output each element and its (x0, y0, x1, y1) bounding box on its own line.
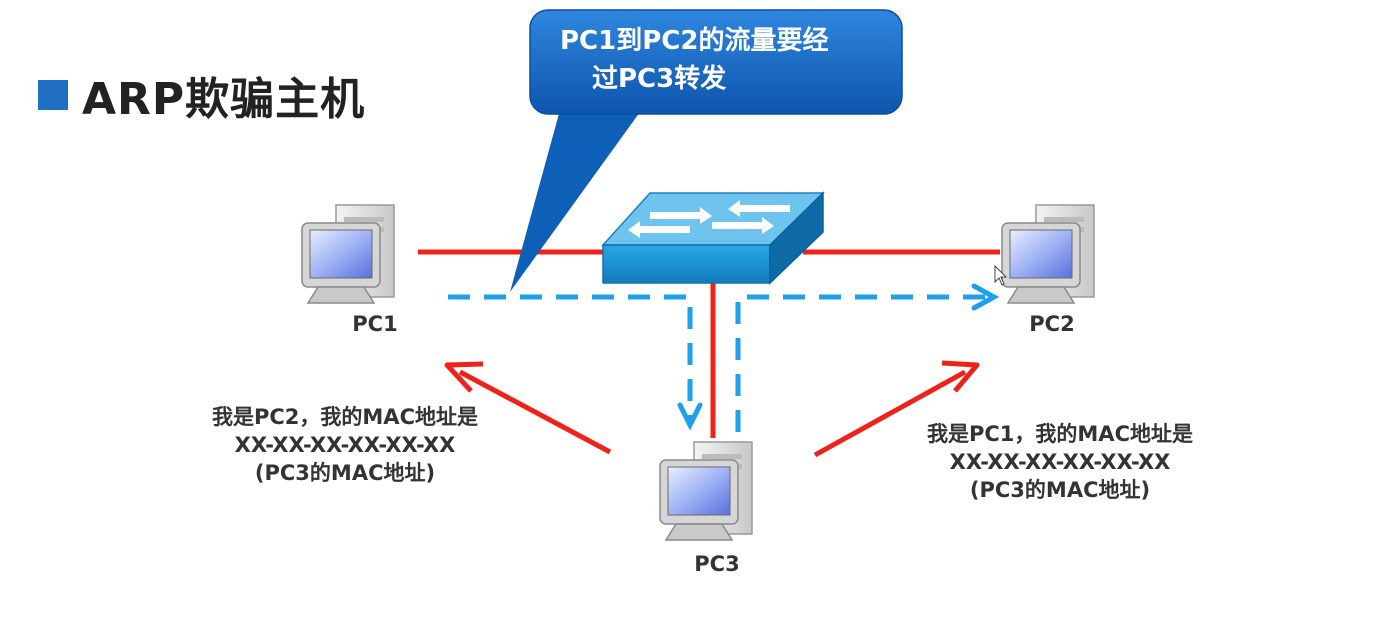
spoof-arrow-to-pc1 (458, 369, 612, 455)
callout-text: PC1到PC2的流量要经 过PC3转发 (548, 22, 888, 98)
pc2-label: PC2 (1029, 312, 1075, 336)
traffic-pc1-to-pc3 (448, 294, 693, 420)
pc3-label: PC3 (694, 552, 740, 576)
pc3-computer-icon (659, 441, 753, 541)
traffic-pc3-arrowhead (677, 402, 703, 431)
callout-bubble (510, 9, 903, 292)
callout-line-2: 过PC3转发 (592, 64, 727, 94)
mouse-cursor-icon (994, 264, 1008, 286)
traffic-pc2-arrowhead (971, 283, 1000, 311)
slide-title: ARP欺骗主机 (38, 60, 365, 130)
pc1-computer-icon (301, 204, 395, 304)
arp-message-left-line-3: (PC3的MAC地址) (254, 461, 436, 485)
title-bullet-square (38, 80, 68, 110)
slide-title-text: ARP欺骗主机 (82, 74, 366, 125)
pc2-computer-icon (1001, 204, 1095, 304)
arp-message-left-line-2: XX-XX-XX-XX-XX-XX (234, 433, 456, 457)
pc1-label: PC1 (352, 312, 398, 336)
arp-message-left: 我是PC2，我的MAC地址是 XX-XX-XX-XX-XX-XX (PC3的MA… (160, 403, 530, 487)
arp-message-left-line-1: 我是PC2，我的MAC地址是 (212, 405, 478, 429)
spoof-arrowhead-pc2 (941, 360, 980, 393)
arp-message-right: 我是PC1，我的MAC地址是 XX-XX-XX-XX-XX-XX (PC3的MA… (875, 420, 1245, 504)
callout-line-1: PC1到PC2的流量要经 (560, 26, 829, 56)
arp-message-right-line-3: (PC3的MAC地址) (969, 478, 1151, 502)
switch-icon (601, 191, 825, 285)
spoof-arrowhead-pc1 (444, 361, 484, 393)
arp-message-right-line-2: XX-XX-XX-XX-XX-XX (949, 450, 1171, 474)
traffic-pc3-to-pc2 (735, 294, 990, 432)
arp-message-right-line-1: 我是PC1，我的MAC地址是 (927, 422, 1193, 446)
spoof-arrow-to-pc2 (813, 369, 967, 458)
